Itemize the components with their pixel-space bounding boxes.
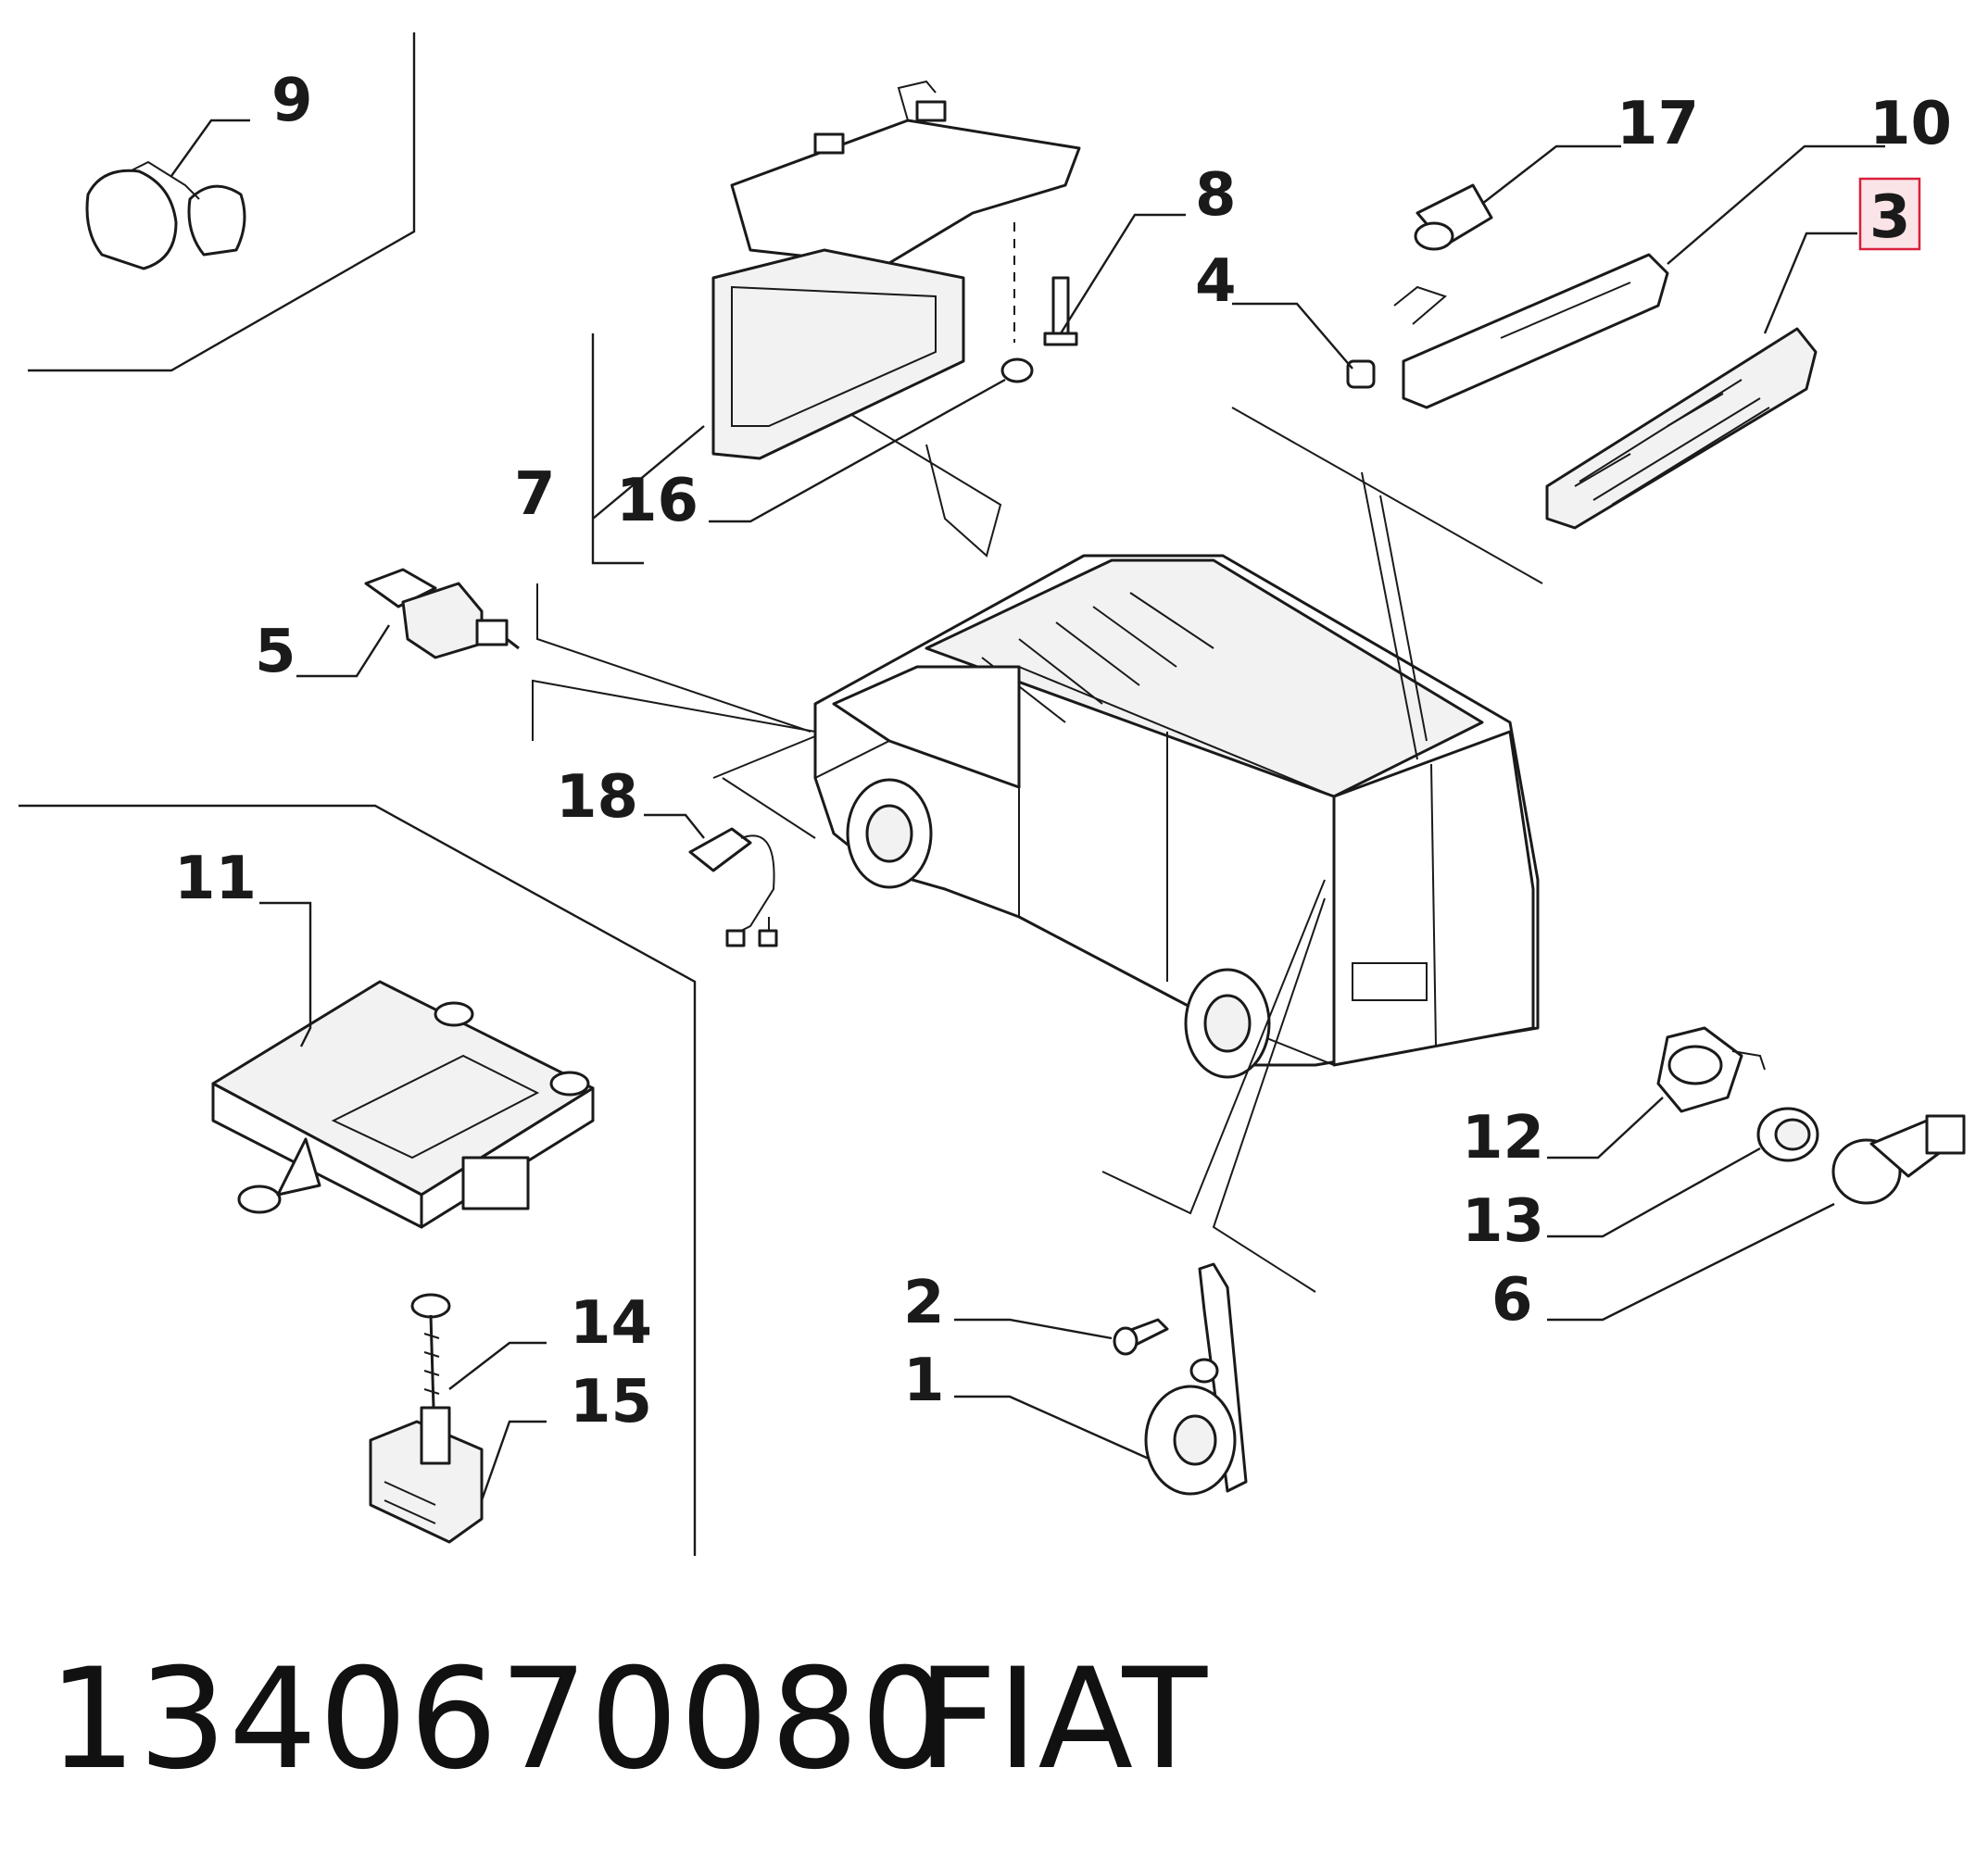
lamp-housing-part: [1393, 253, 1669, 409]
part-number: 1340670080: [48, 1639, 951, 1800]
callout-labels: 9 17 10 3 8 4 7 16 5 18 11 12 13 6 14 15…: [174, 67, 1952, 1436]
brand-name: FIAT: [917, 1639, 1208, 1800]
callout-leaders: [170, 119, 1885, 1501]
grommet-part: [1756, 1107, 1819, 1162]
horn-part: [1144, 1262, 1248, 1496]
section-dividers: [19, 32, 697, 1556]
screw-part: [1043, 276, 1078, 346]
highlighted-callout-box: [1858, 177, 1921, 251]
sensor-part: [688, 827, 778, 947]
bolt-part: [410, 1293, 451, 1409]
clip-part: [85, 160, 246, 270]
parking-sensor-part: [1831, 1114, 1966, 1205]
callout-14: 14: [570, 1289, 652, 1358]
bracket-part: [369, 1406, 484, 1544]
callout-13: 13: [1462, 1187, 1544, 1256]
callout-2: 2: [903, 1269, 945, 1337]
callout-17: 17: [1617, 90, 1699, 158]
control-unit-part: [211, 980, 595, 1229]
van-illustration: [532, 370, 1543, 1293]
callout-16: 16: [616, 467, 698, 535]
callout-6: 6: [1491, 1266, 1533, 1335]
bulb-holder-part: [1656, 1026, 1766, 1113]
callout-1: 1: [903, 1347, 945, 1415]
bulb-part: [1414, 183, 1493, 251]
overhead-console-part: [711, 80, 1081, 460]
callout-4: 4: [1195, 247, 1237, 316]
callout-7: 7: [514, 460, 556, 529]
callout-10: 10: [1869, 90, 1952, 158]
callout-12: 12: [1462, 1104, 1544, 1172]
callout-11: 11: [174, 845, 257, 913]
callout-3[interactable]: 3: [1869, 183, 1911, 252]
rivet-part: [1113, 1318, 1169, 1356]
callout-9: 9: [271, 67, 313, 135]
switch-part: [364, 568, 520, 659]
callout-5: 5: [255, 618, 296, 686]
front-wheel: [846, 778, 933, 889]
cap-part: [1000, 357, 1034, 383]
callout-18: 18: [556, 763, 638, 832]
lamp-lens-part: [1545, 327, 1818, 530]
rear-wheel: [1184, 968, 1271, 1079]
callout-15: 15: [570, 1368, 652, 1436]
callout-8: 8: [1195, 161, 1237, 230]
nut-part: [1346, 359, 1376, 389]
